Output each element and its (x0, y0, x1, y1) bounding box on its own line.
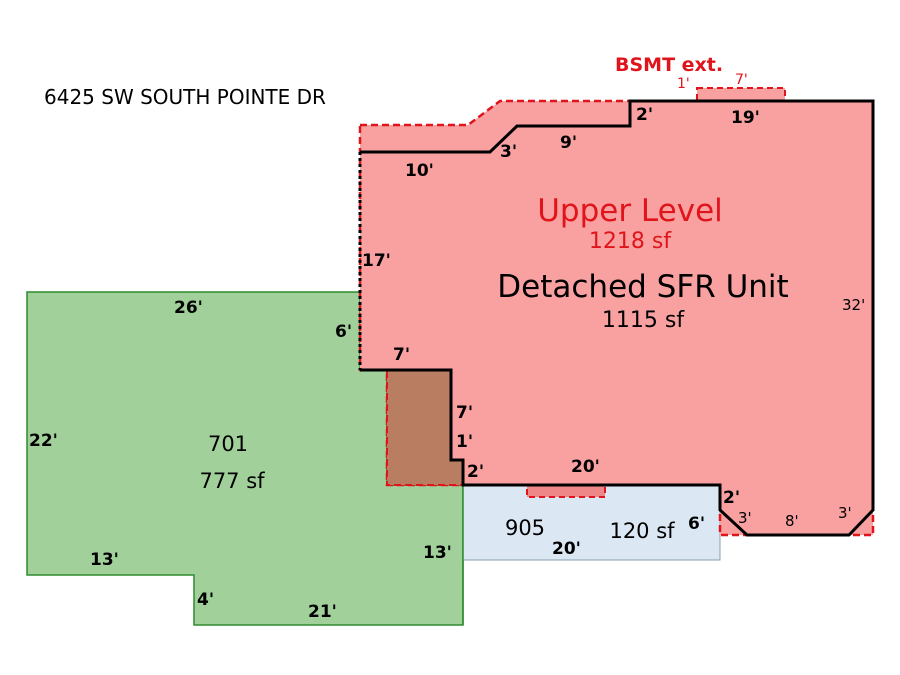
dim-label: 2' (723, 488, 740, 508)
dim-label: 17' (362, 251, 391, 271)
upper-level-area: 1218 sf (589, 229, 672, 254)
dim-label: 8' (785, 512, 799, 530)
sfr-unit-outline (360, 99, 875, 537)
dim-label: 3' (738, 509, 752, 527)
dim-label: 1' (456, 432, 473, 452)
area-701-size: 777 sf (199, 469, 265, 493)
dim-label: 13' (90, 550, 119, 570)
dimension-labels: 10' 3' 9' 2' 19' 17' 32' 6' 7' 7' 1' 2' … (29, 105, 865, 622)
dim-label: 7' (456, 403, 473, 423)
dim-label: 21' (308, 602, 337, 622)
sfr-title: Detached SFR Unit (497, 269, 788, 305)
dim-label: 32' (842, 296, 865, 314)
dim-label: 6' (335, 322, 352, 342)
dim-label: 13' (423, 543, 452, 563)
upper-level-title: Upper Level (537, 193, 723, 229)
dim-label: 3' (838, 504, 852, 522)
dim-label: 4' (197, 590, 214, 610)
dim-label: 20' (552, 539, 581, 559)
upper-level-shape (358, 99, 875, 537)
bump-out-shape (526, 484, 606, 498)
dim-label: 22' (29, 431, 58, 451)
dim-label: 7' (393, 345, 410, 365)
dim-label: 6' (688, 514, 705, 534)
dim-label: 2' (467, 462, 484, 482)
bsmt-title: BSMT ext. (615, 54, 723, 76)
bsmt-dim-b: 7' (735, 72, 748, 88)
dim-label: 9' (560, 133, 577, 153)
area-905-size: 120 sf (609, 519, 675, 543)
area-701-code: 701 (208, 432, 248, 456)
dim-label: 20' (571, 457, 600, 477)
dim-label: 3' (500, 142, 517, 162)
sfr-area: 1115 sf (602, 308, 685, 333)
dim-label: 19' (731, 108, 760, 128)
bsmt-dim-a: 1' (677, 76, 690, 92)
bsmt-ext-shape (696, 87, 786, 102)
address-label: 6425 SW SOUTH POINTE DR (44, 85, 326, 109)
dim-label: 10' (405, 161, 434, 181)
dim-label: 26' (174, 298, 203, 318)
area-905-code: 905 (505, 516, 545, 540)
dim-label: 2' (636, 105, 653, 125)
